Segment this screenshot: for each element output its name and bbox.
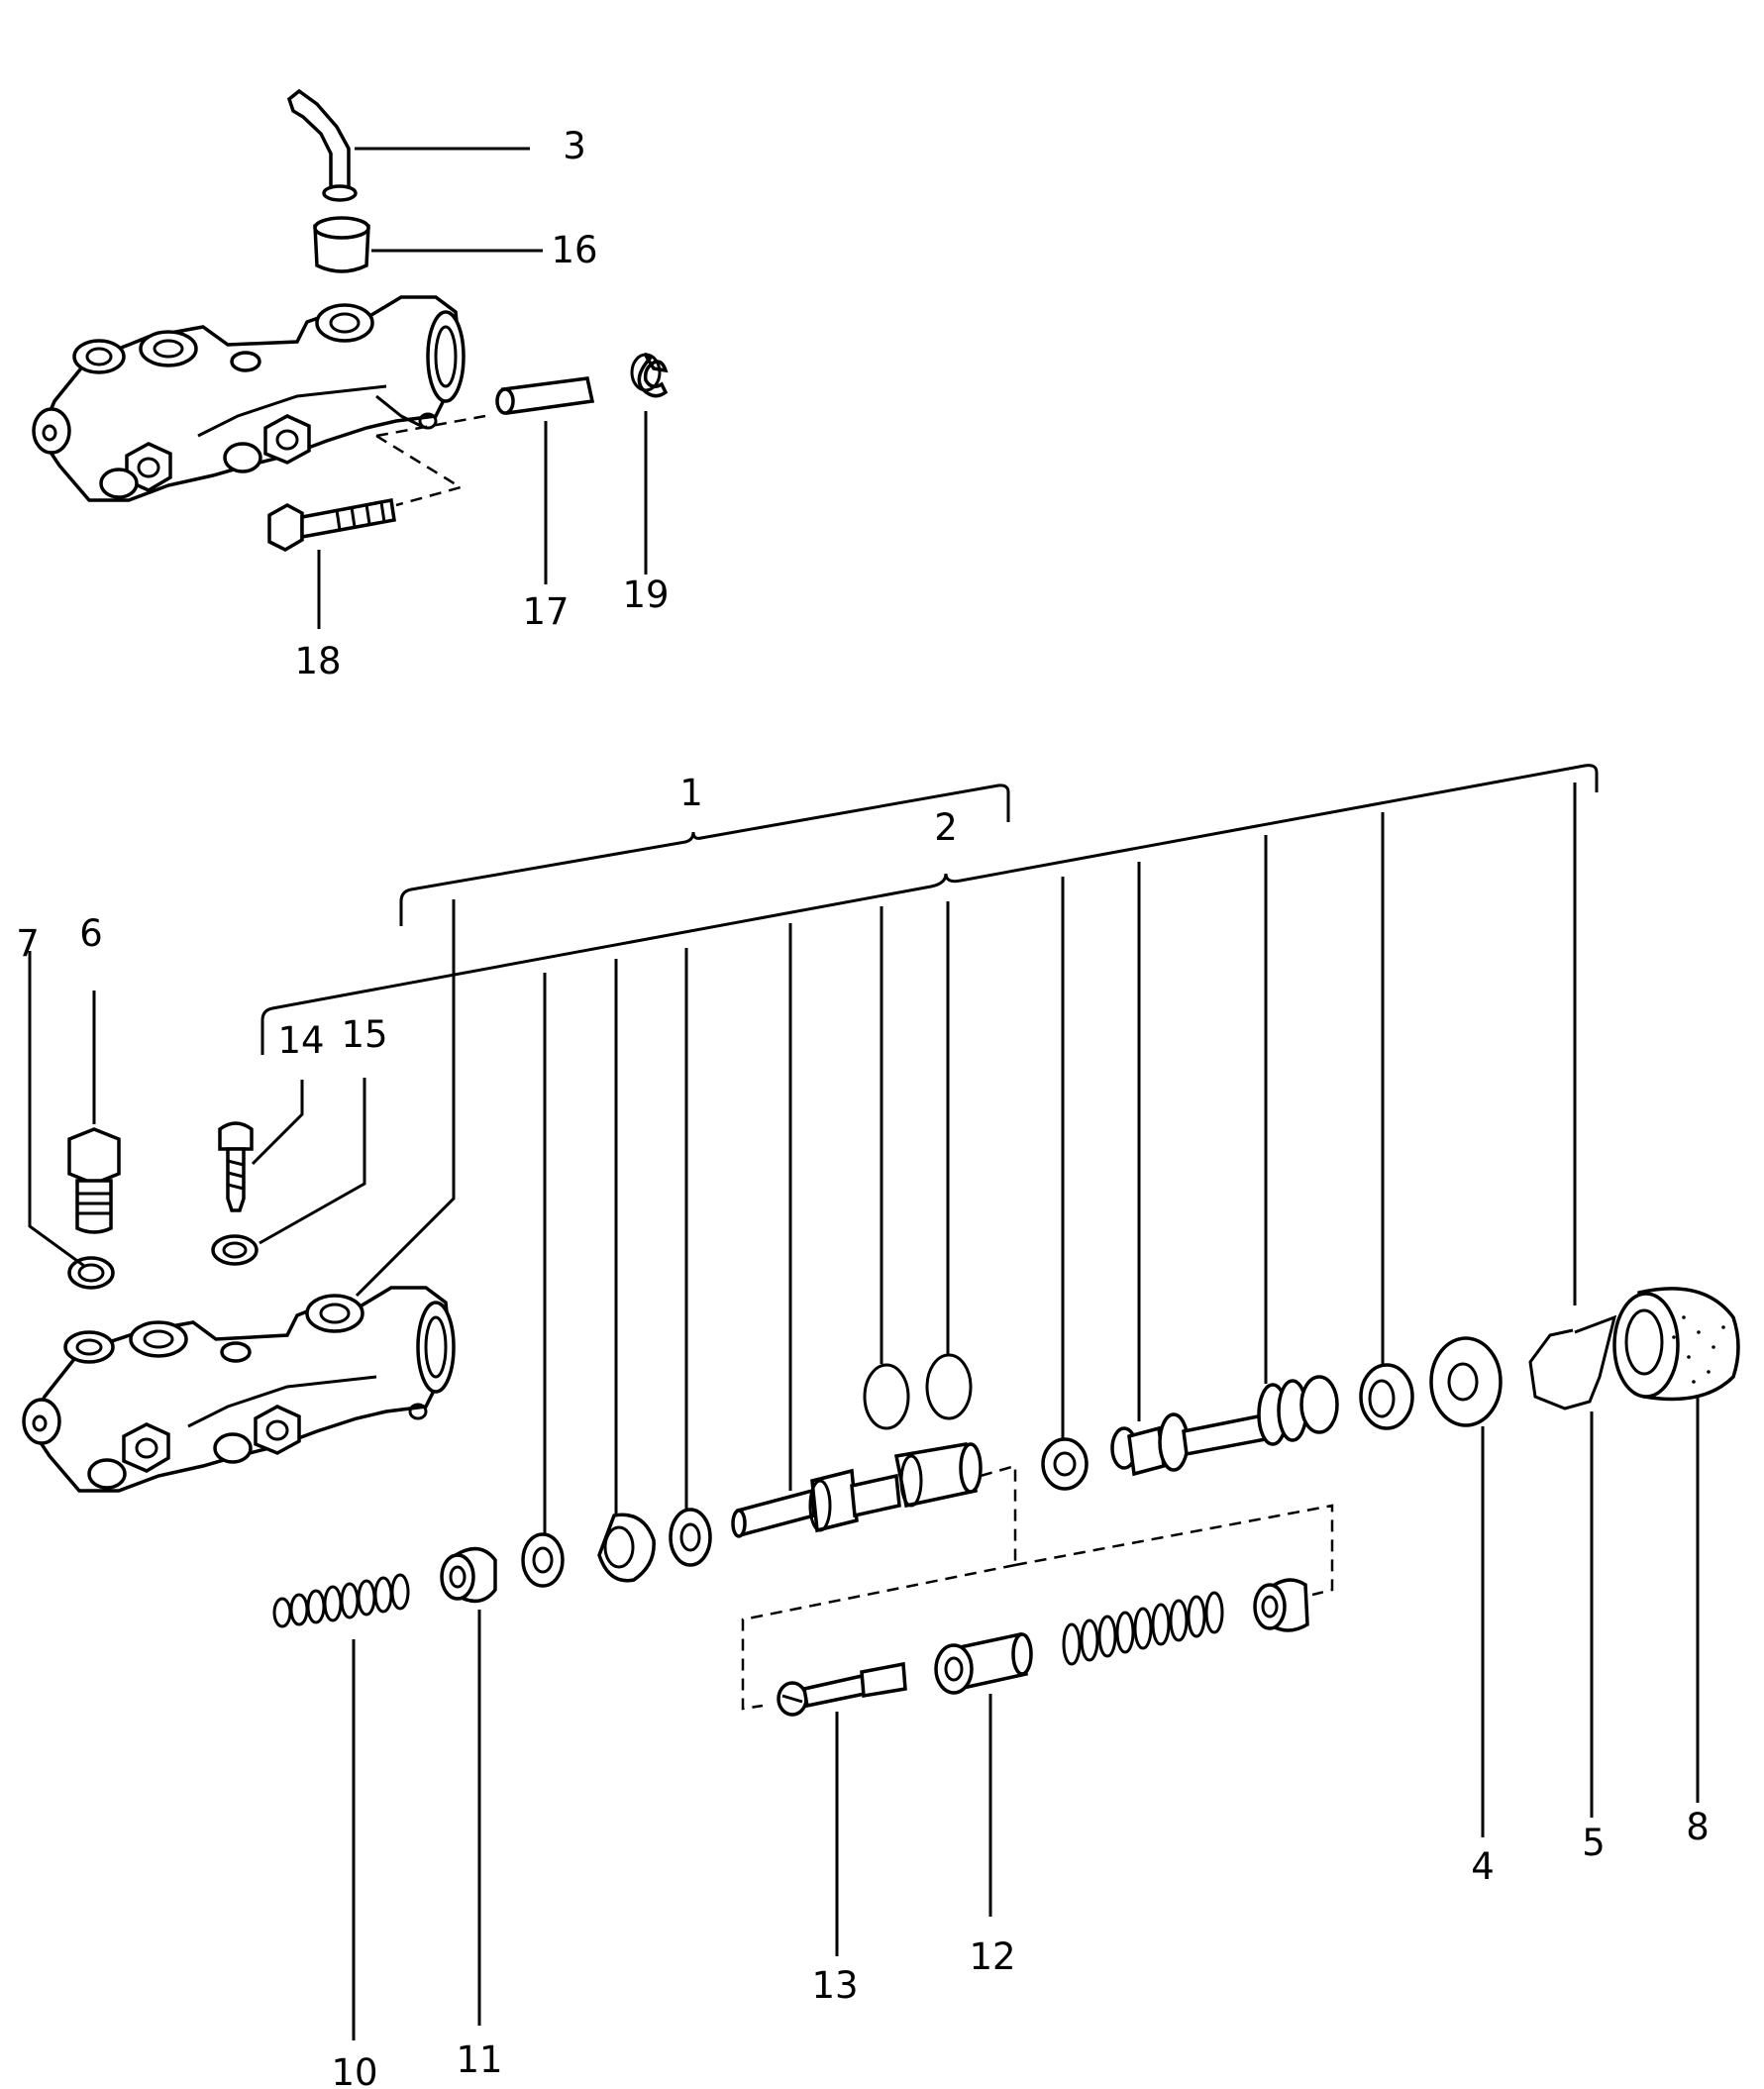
callout-16: 16 [551,229,597,271]
o-ring [925,1353,973,1420]
master-cylinder-body-upper [32,295,466,502]
part-7-washer [67,1256,115,1290]
seal-ring [521,1532,565,1588]
part-14-screw [218,1121,254,1212]
callout-1: 1 [679,772,703,814]
part-19-circlip [630,353,669,398]
callout-13: 13 [811,1964,858,2007]
master-cylinder-body-lower [22,1286,456,1493]
seal-ring [1359,1363,1414,1430]
bracket-1 [399,783,1010,926]
bracket-2 [260,764,1599,1055]
part-16-grommet [313,216,370,273]
callout-15: 15 [341,1013,387,1056]
seal-ring [669,1508,712,1567]
assembly-guide [375,434,465,507]
valve-group-box [741,1464,1334,1711]
part-12-valve-sleeve [934,1631,1033,1695]
callout-5: 5 [1582,1822,1606,1864]
callout-10: 10 [331,2051,377,2089]
part-13-valve-stem [777,1661,907,1717]
part-6-union-fitting [67,1127,121,1234]
callout-11: 11 [456,2038,502,2081]
part-17-pin [495,376,595,415]
callout-6: 6 [79,912,103,955]
callout-8: 8 [1686,1806,1710,1848]
callout-2: 2 [934,806,958,849]
part-18-bolt [267,497,396,552]
callout-4: 4 [1471,1845,1495,1888]
valve-seat [1253,1578,1309,1632]
upper-assembly [32,88,669,552]
part-5-circlip [1528,1314,1617,1410]
secondary-piston [1110,1375,1339,1477]
o-ring [863,1363,910,1430]
leader-lines [28,147,1700,2040]
primary-piston [731,1441,983,1538]
callout-labels: 1 2 3 4 5 6 7 8 10 11 12 13 14 15 16 17 … [16,125,1710,2089]
callout-19: 19 [622,574,669,616]
callout-12: 12 [969,1935,1015,1978]
part-3-hose-connector [286,88,358,202]
lower-assembly [22,1121,1740,1717]
callout-14: 14 [277,1019,324,1062]
callout-17: 17 [522,590,569,633]
part-10-spring [272,1573,410,1628]
part-11-spring-seat [440,1546,497,1604]
valve-spring [1062,1591,1224,1666]
part-8-dust-boot [1612,1287,1740,1402]
seal-ring [1041,1437,1089,1491]
part-15-washer [211,1234,259,1266]
part-4-stop-washer [1429,1336,1503,1427]
cup-seal [597,1513,656,1583]
callout-18: 18 [294,640,341,682]
callout-3: 3 [563,125,586,167]
callout-7: 7 [16,922,40,965]
